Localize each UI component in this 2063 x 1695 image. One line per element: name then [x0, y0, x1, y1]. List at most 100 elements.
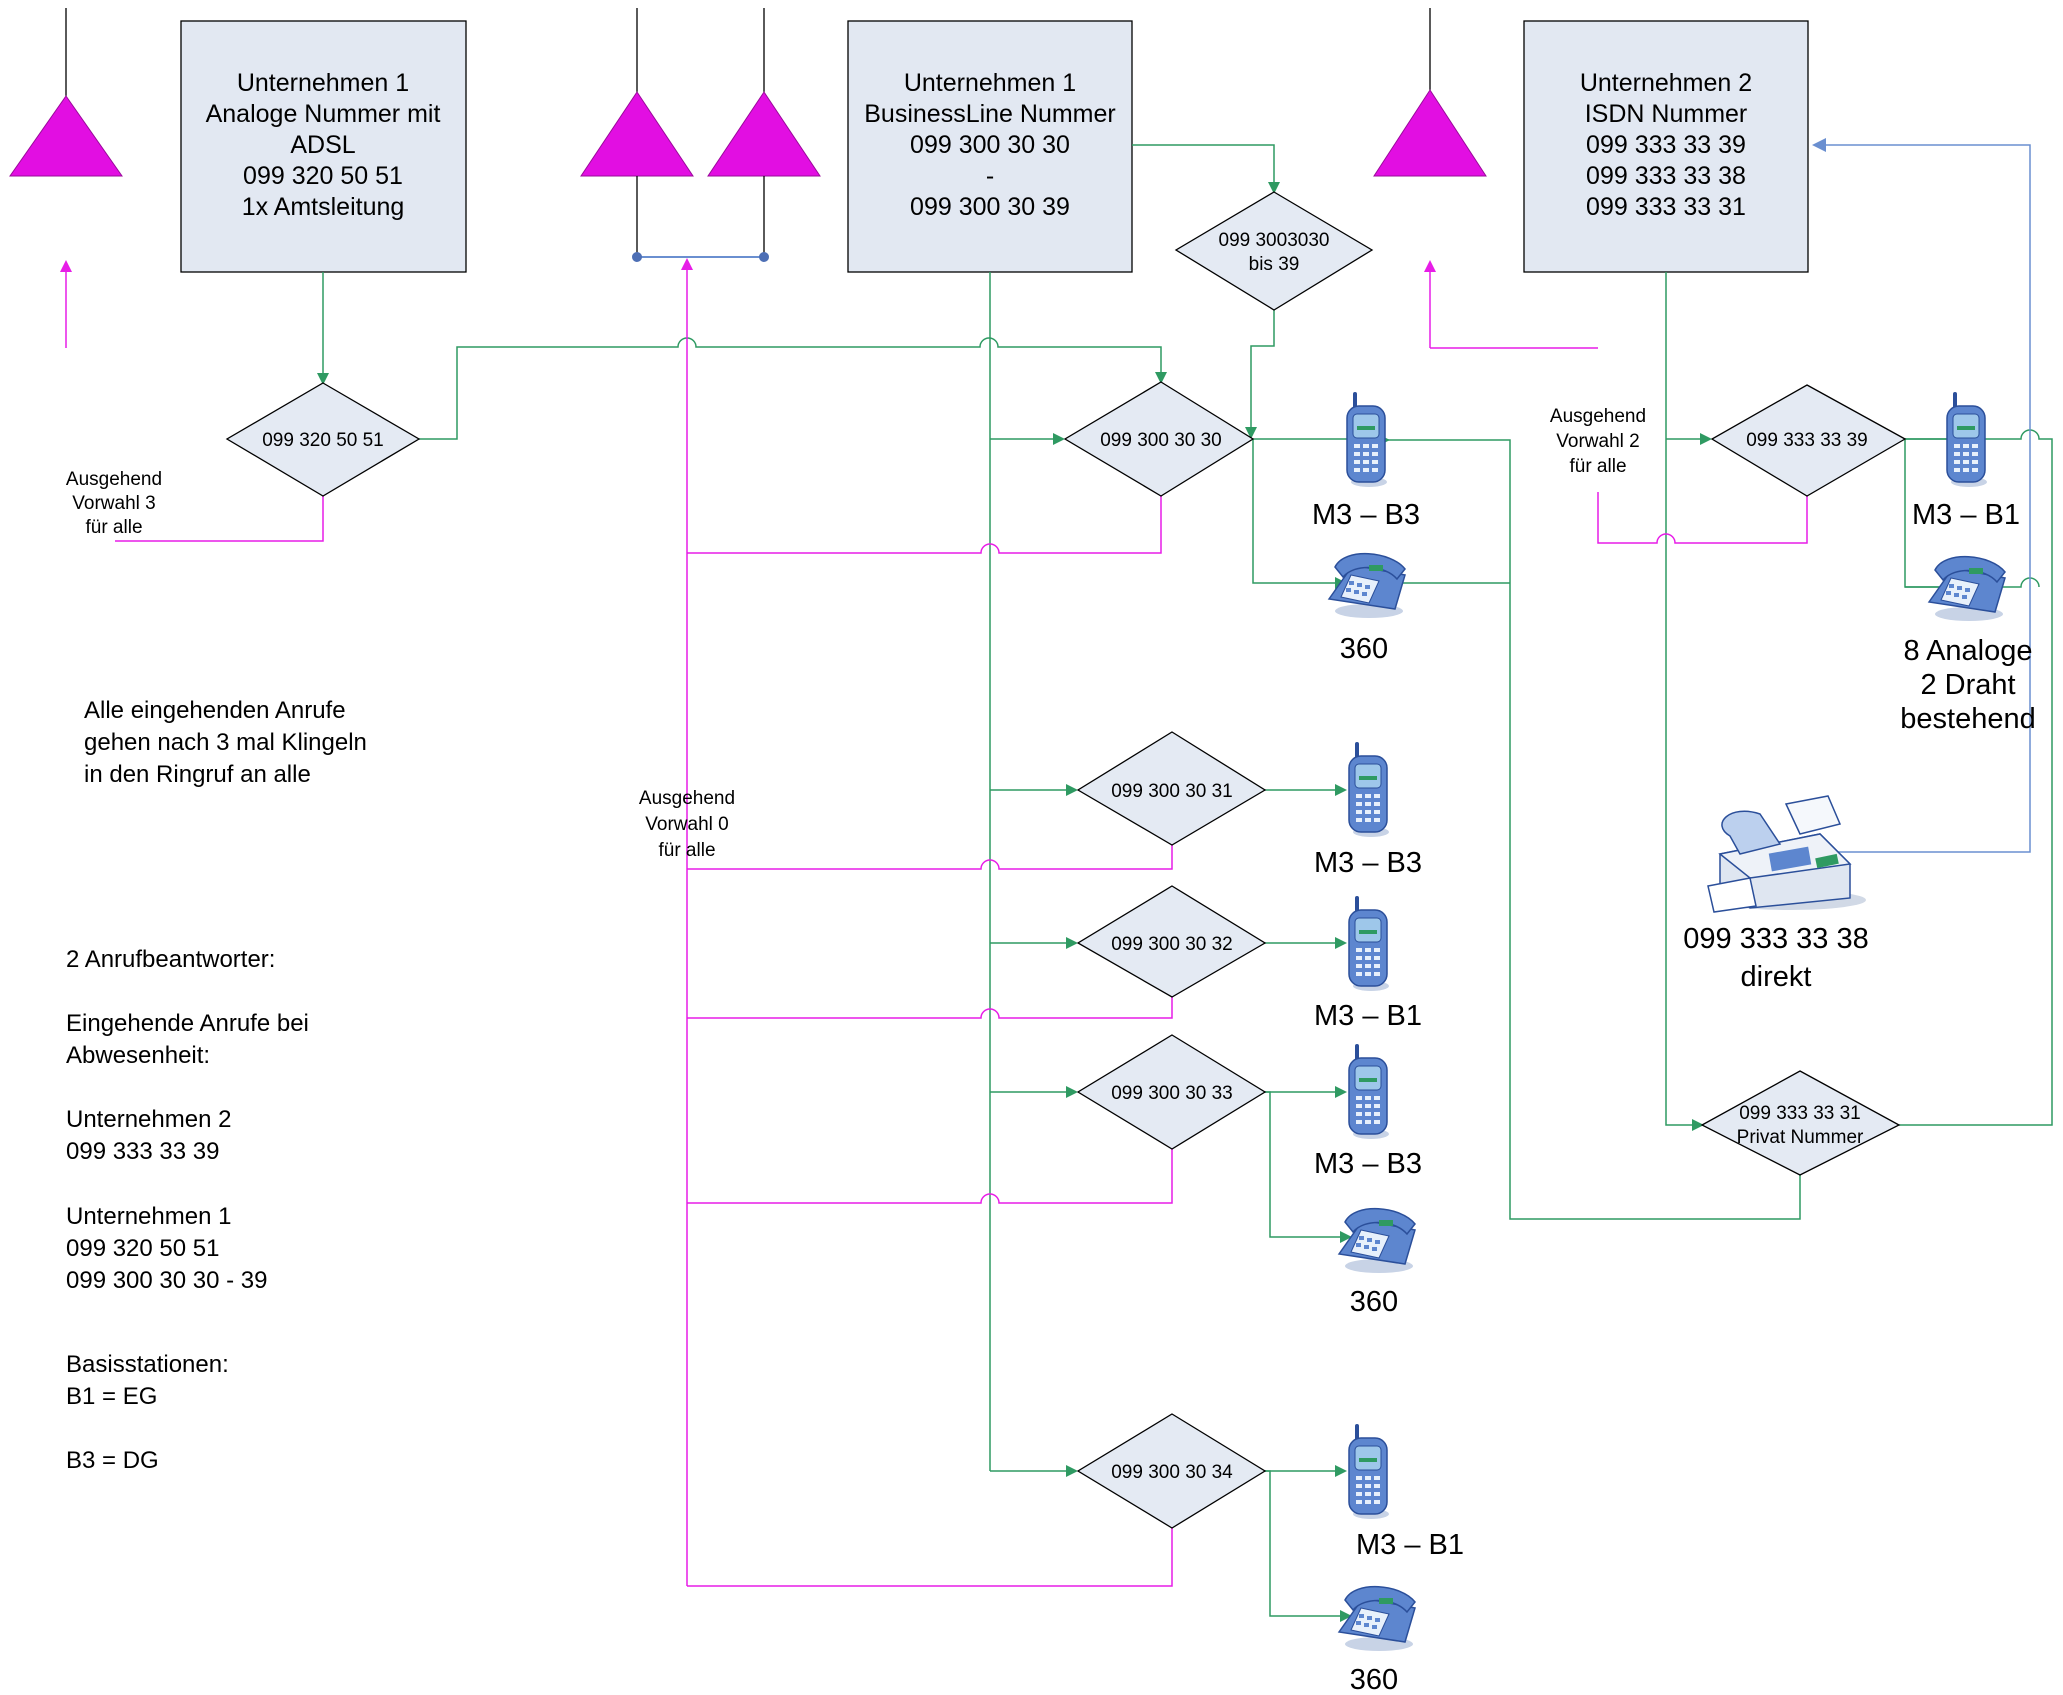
device-label: M3 – B3 [1312, 499, 1420, 531]
diamond-range: 099 3003030 bis 39 [1174, 191, 1374, 311]
antenna-icon [580, 8, 694, 257]
outgoing-text: für alle [658, 840, 715, 861]
note-line: Unternehmen 1 [66, 1203, 231, 1230]
device-label: M3 – B3 [1314, 847, 1422, 879]
mobile-phone-icon [1345, 392, 1389, 489]
note-line: 2 Anrufbeantworter: [66, 946, 275, 973]
diamond-099-333-33-39: 099 333 33 39 [1710, 384, 1907, 497]
outgoing-label-vorwahl-3: Ausgehend Vorwahl 3 für alle [66, 469, 162, 538]
note-line: Unternehmen 2 [66, 1106, 231, 1133]
note-line: Basisstationen: [66, 1351, 229, 1378]
diamond-label: 099 300 30 30 [1100, 430, 1222, 451]
note-line: 099 320 50 51 [66, 1235, 219, 1262]
note-line: Eingehende Anrufe bei [66, 1010, 309, 1037]
box-text: Unternehmen 1 [904, 69, 1076, 97]
device-label: bestehend [1900, 703, 2035, 735]
note-line: 099 300 30 30 - 39 [66, 1267, 268, 1294]
box-analog-number: Unternehmen 1 Analoge Nummer mit ADSL 09… [180, 20, 467, 273]
outgoing-text: Vorwahl 2 [1556, 431, 1639, 452]
outgoing-text: Ausgehend [639, 788, 735, 809]
diamond-099-300-30-34: 099 300 30 34 [1076, 1413, 1267, 1529]
desk-phone-icon [1328, 552, 1406, 619]
diamond-label: Privat Nummer [1737, 1127, 1864, 1148]
mobile-phone-icon [1945, 392, 1989, 489]
mobile-phone-icon [1347, 896, 1391, 993]
antenna-connector [632, 252, 769, 262]
box-text: 099 300 30 30 [910, 131, 1070, 159]
device-label: M3 – B3 [1314, 1148, 1422, 1180]
mobile-phone-icon [1347, 742, 1391, 839]
diamond-label: bis 39 [1249, 254, 1300, 275]
device-label: M3 – B1 [1356, 1529, 1464, 1561]
diamond-099-333-33-31-privat: 099 333 33 31 Privat Nummer [1700, 1070, 1901, 1176]
diamond-099-300-30-30: 099 300 30 30 [1063, 381, 1255, 497]
diamond-label: 099 3003030 [1219, 230, 1330, 251]
note-line: Alle eingehenden Anrufe [84, 697, 346, 724]
device-label: 8 Analoge [1903, 635, 2032, 667]
box-isdn-number: Unternehmen 2 ISDN Nummer 099 333 33 39 … [1523, 20, 1809, 273]
box-text: 099 333 33 39 [1586, 131, 1746, 159]
diamond-099-300-30-31: 099 300 30 31 [1076, 731, 1267, 846]
diamond-label: 099 320 50 51 [262, 430, 384, 451]
mobile-phone-icon [1347, 1044, 1391, 1141]
desk-phone-icon [1338, 1207, 1416, 1274]
outgoing-text: Ausgehend [1550, 406, 1646, 427]
diamond-099-300-30-32: 099 300 30 32 [1076, 885, 1267, 998]
outgoing-text: Vorwahl 3 [72, 493, 155, 514]
note-ringruf: Alle eingehenden Anrufe gehen nach 3 mal… [84, 697, 367, 788]
box-text: 099 320 50 51 [243, 162, 403, 190]
device-label: 360 [1340, 633, 1388, 665]
device-label: 360 [1350, 1664, 1398, 1690]
outgoing-label-vorwahl-2: Ausgehend Vorwahl 2 für alle [1550, 406, 1646, 477]
device-label: direkt [1741, 961, 1812, 993]
magenta-connections [60, 258, 1808, 1587]
box-text: ISDN Nummer [1585, 100, 1748, 128]
box-text: 099 300 30 39 [910, 193, 1070, 221]
diamond-099-320-50-51: 099 320 50 51 [225, 382, 421, 497]
antenna-icon [1373, 8, 1487, 177]
desk-phone-icon [1338, 1585, 1416, 1652]
box-text: 099 333 33 38 [1586, 162, 1746, 190]
note-line: in den Ringruf an alle [84, 761, 311, 788]
note-details: 2 Anrufbeantworter: Eingehende Anrufe be… [66, 946, 309, 1474]
antenna-icon [707, 8, 821, 257]
note-line: 099 333 33 39 [66, 1138, 219, 1165]
box-text: Analoge Nummer mit [206, 100, 441, 128]
diamond-label: 099 333 33 39 [1746, 430, 1868, 451]
note-line: Abwesenheit: [66, 1042, 210, 1069]
box-text: Unternehmen 2 [1580, 69, 1752, 97]
box-text: 1x Amtsleitung [242, 193, 405, 221]
device-label: 099 333 33 38 [1683, 923, 1868, 955]
box-businessline-number: Unternehmen 1 BusinessLine Nummer 099 30… [847, 20, 1133, 273]
device-label: M3 – B1 [1912, 499, 2020, 531]
diamond-label: 099 300 30 32 [1111, 934, 1233, 955]
outgoing-text: Vorwahl 0 [645, 814, 728, 835]
diamond-label: 099 300 30 33 [1111, 1083, 1233, 1104]
mobile-phone-icon [1347, 1424, 1391, 1521]
diamond-label: 099 300 30 34 [1111, 1462, 1233, 1483]
box-text: 099 333 33 31 [1586, 193, 1746, 221]
fax-machine-icon [1707, 795, 1867, 913]
device-label: M3 – B1 [1314, 1000, 1422, 1032]
outgoing-label-vorwahl-0: Ausgehend Vorwahl 0 für alle [639, 788, 735, 861]
desk-phone-icon [1928, 555, 2006, 622]
box-text: BusinessLine Nummer [864, 100, 1116, 128]
note-line: B1 = EG [66, 1383, 157, 1410]
box-text: Unternehmen 1 [237, 69, 409, 97]
outgoing-text: Ausgehend [66, 469, 162, 490]
box-text: - [986, 162, 994, 190]
blue-connection [1810, 138, 2031, 853]
diamond-label: 099 300 30 31 [1111, 781, 1233, 802]
antenna-icon [9, 8, 123, 177]
outgoing-text: für alle [1569, 456, 1626, 477]
device-label: 360 [1350, 1286, 1398, 1318]
outgoing-text: für alle [85, 517, 142, 538]
note-line: gehen nach 3 mal Klingeln [84, 729, 367, 756]
box-text: ADSL [290, 131, 355, 159]
diamond-label: 099 333 33 31 [1739, 1103, 1861, 1124]
device-label: 2 Draht [1920, 669, 2015, 701]
note-line: B3 = DG [66, 1447, 159, 1474]
diamond-099-300-30-33: 099 300 30 33 [1076, 1034, 1267, 1150]
